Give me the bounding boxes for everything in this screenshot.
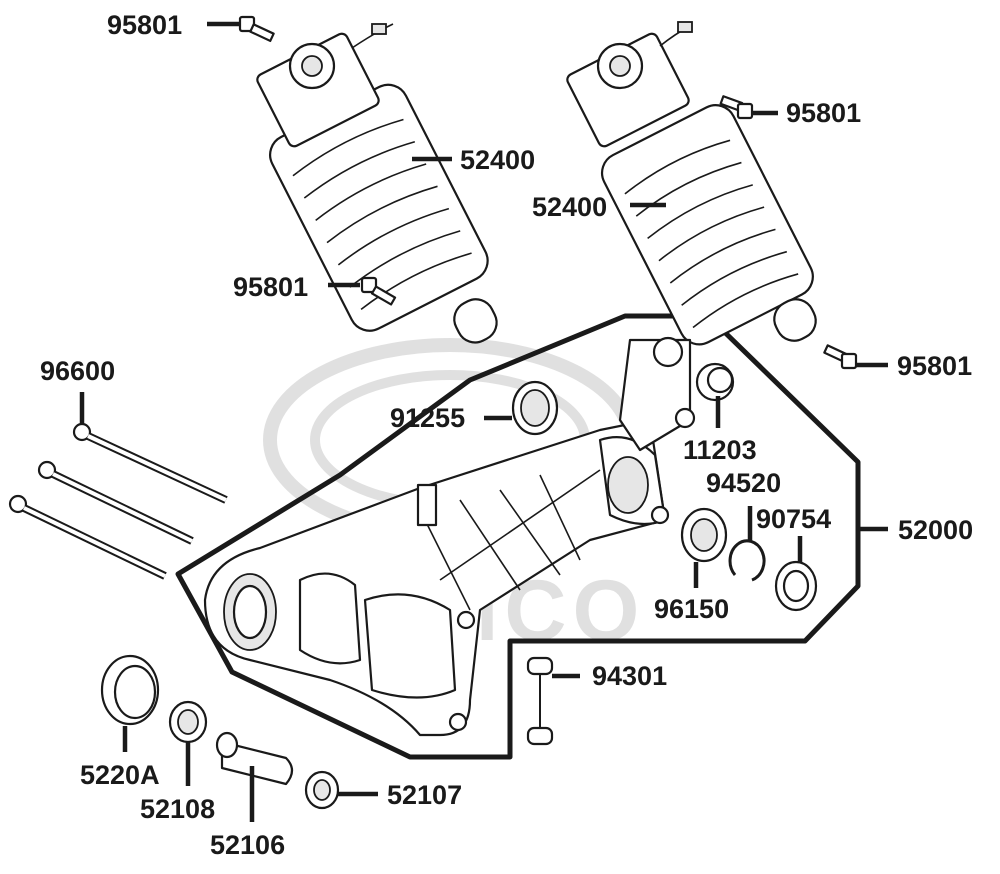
- collars-94301[interactable]: [526, 656, 554, 746]
- bolt-95801-left-lower[interactable]: [360, 276, 397, 306]
- label-spacer-52107[interactable]: 52107: [387, 780, 463, 810]
- pivot-collar-52106[interactable]: [215, 731, 294, 786]
- label-oil-seal-91255[interactable]: 91255: [390, 403, 466, 433]
- circlip-94520[interactable]: [728, 539, 766, 582]
- swing-arm-body[interactable]: [203, 336, 696, 737]
- label-shock-52400-left[interactable]: 52400: [460, 145, 536, 175]
- label-seal-ring-90754[interactable]: 90754: [756, 504, 832, 534]
- seal-ring-90754[interactable]: [774, 560, 818, 612]
- shock-absorber-left[interactable]: [255, 23, 503, 349]
- label-circlip-94520[interactable]: 94520: [706, 468, 782, 498]
- label-bolt-95801-right-upper[interactable]: 95801: [786, 98, 862, 128]
- label-long-bolt-96600[interactable]: 96600: [40, 356, 116, 386]
- shock-absorber-right[interactable]: [565, 21, 822, 351]
- bolt-95801-right-upper[interactable]: [719, 95, 754, 120]
- leader-lines: [79, 21, 888, 822]
- label-bearing-52108[interactable]: 52108: [140, 794, 216, 824]
- bolt-95801-right-lower[interactable]: [823, 344, 858, 370]
- spacer-52107[interactable]: [304, 770, 340, 810]
- long-bolts-96600[interactable]: [8, 422, 228, 580]
- label-bolt-95801-top-left[interactable]: 95801: [107, 10, 183, 40]
- label-bolt-95801-right-lower[interactable]: 95801: [897, 351, 973, 381]
- bolt-95801-top-left[interactable]: [238, 15, 275, 43]
- oil-seal-91255[interactable]: [511, 380, 559, 436]
- label-bushing-11203[interactable]: 11203: [683, 435, 757, 465]
- bearing-52108[interactable]: [168, 700, 208, 744]
- hub-cap-5220A[interactable]: [100, 654, 160, 726]
- swing-arm-assembly-outline: [175, 313, 861, 760]
- label-pivot-collar-52106[interactable]: 52106: [210, 830, 286, 860]
- bushing-11203[interactable]: [695, 362, 735, 402]
- label-bearing-96150[interactable]: 96150: [654, 594, 730, 624]
- label-shock-52400-right[interactable]: 52400: [532, 192, 608, 222]
- label-hub-cap-5220A[interactable]: 5220A: [80, 760, 160, 790]
- label-swing-arm-52000[interactable]: 52000: [898, 515, 974, 545]
- bearing-96150[interactable]: [680, 507, 728, 563]
- label-collars-94301[interactable]: 94301: [592, 661, 668, 691]
- label-bolt-95801-left-lower[interactable]: 95801: [233, 272, 309, 302]
